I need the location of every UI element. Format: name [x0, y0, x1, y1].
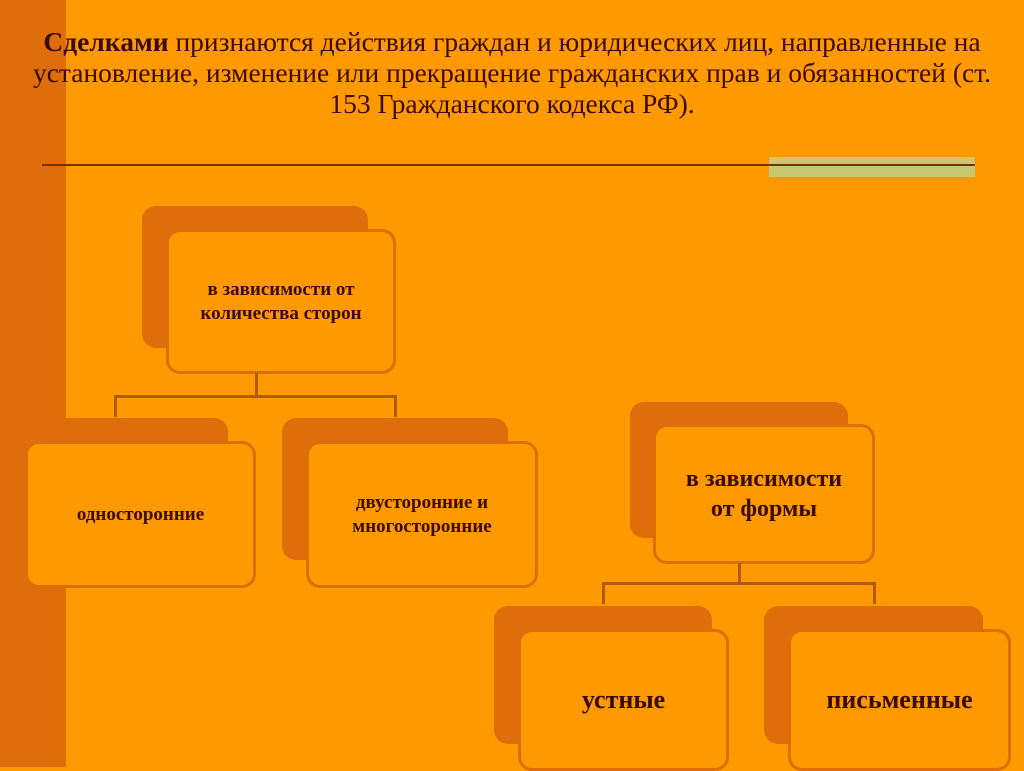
node-unilateral-label: односторонние — [76, 503, 205, 525]
left-decorative-bar — [0, 0, 66, 767]
slide-title: Сделками признаются действия граждан и ю… — [20, 26, 1004, 119]
title-accent-highlight — [769, 157, 975, 177]
connector-line — [255, 373, 258, 397]
node-written: письменные — [788, 629, 1011, 771]
node-written-label: письменные — [826, 685, 973, 714]
title-bold-term: Сделками — [43, 26, 169, 57]
connector-line — [602, 582, 605, 604]
connector-line — [114, 395, 397, 398]
node-by-form: в зависимости от формы — [653, 424, 875, 564]
node-by-parties: в зависимости от количества сторон — [166, 229, 396, 374]
node-by-form-label: в зависимости от формы — [685, 466, 843, 522]
node-bilateral-label: двусторонние и многосторонние — [352, 491, 492, 537]
title-underline-rule — [42, 164, 975, 166]
node-bilateral-multilateral: двусторонние и многосторонние — [306, 441, 538, 588]
node-oral: устные — [518, 629, 729, 771]
connector-line — [873, 582, 876, 604]
node-oral-label: устные — [581, 685, 666, 714]
connector-line — [394, 395, 397, 417]
node-by-parties-label: в зависимости от количества сторон — [200, 278, 362, 324]
connector-line — [738, 563, 741, 584]
connector-line — [114, 395, 117, 417]
node-unilateral: односторонние — [25, 441, 256, 588]
title-text: признаются действия граждан и юридически… — [32, 26, 992, 119]
connector-line — [602, 582, 876, 585]
